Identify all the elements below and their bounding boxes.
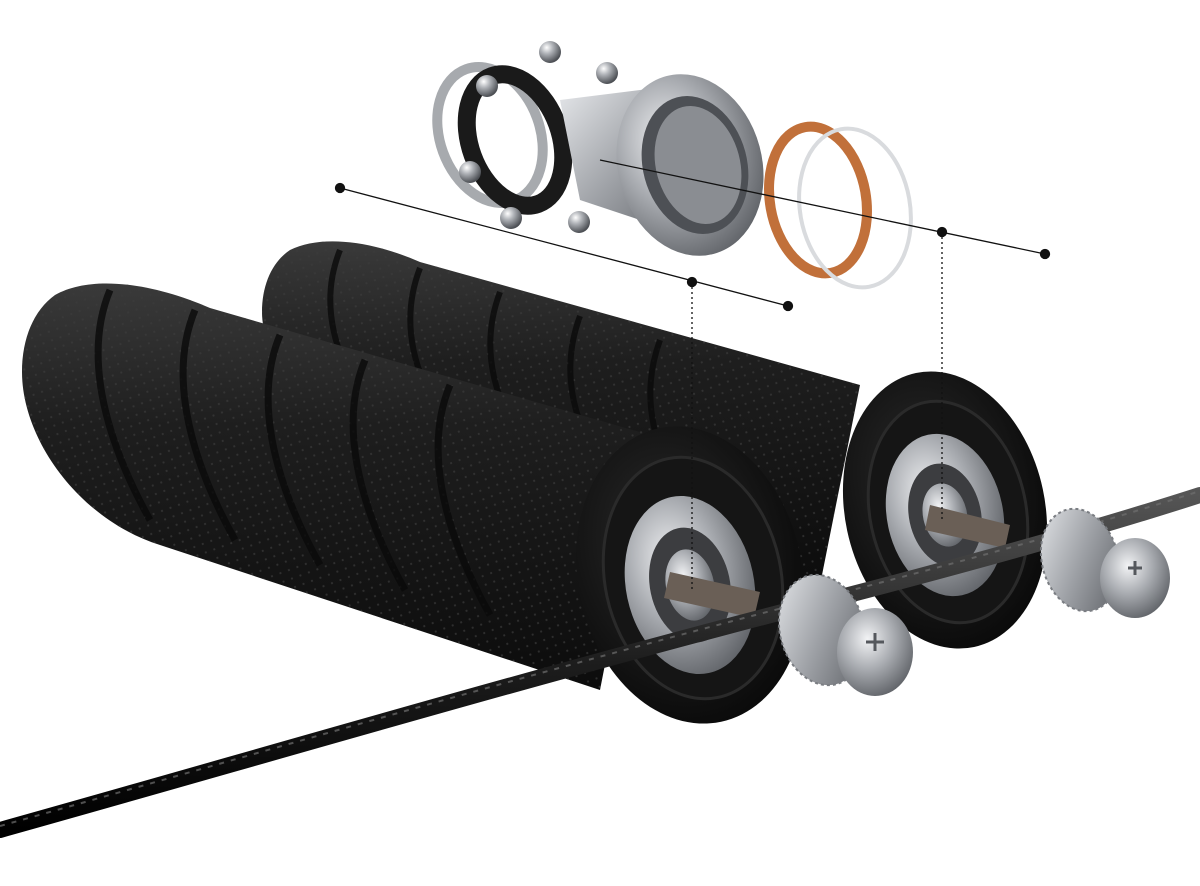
steel-cable	[0, 487, 1200, 838]
swivel-screw-back	[1039, 507, 1170, 618]
bearing-cage	[432, 62, 573, 215]
callout-lines	[334, 159, 1051, 590]
ball-bearings	[459, 41, 618, 233]
clear-washer	[797, 126, 913, 290]
foam-handle-front	[22, 283, 650, 690]
swivel-screw-front	[777, 573, 913, 696]
bearing-housing	[560, 74, 764, 256]
